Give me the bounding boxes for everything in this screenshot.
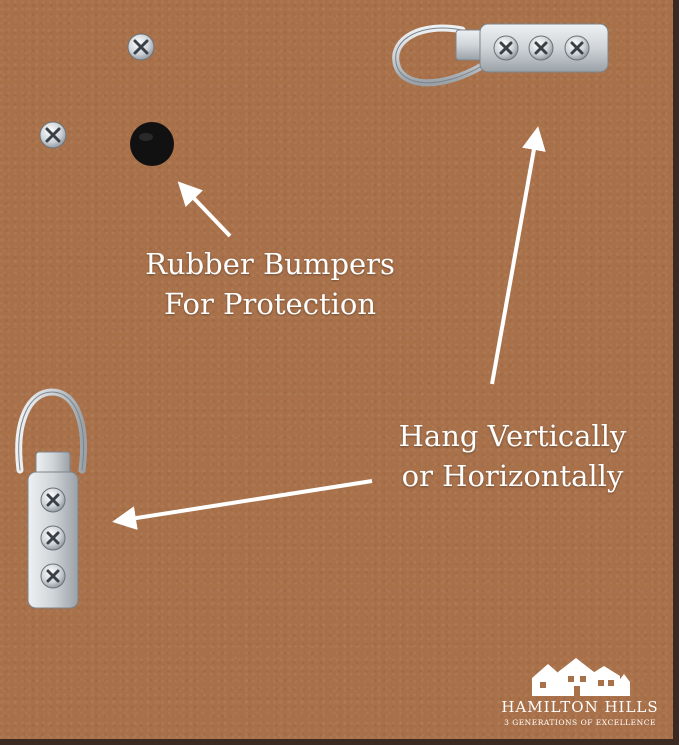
screw-icon xyxy=(528,35,554,61)
frame-edge xyxy=(673,0,679,745)
arrow-icon xyxy=(177,181,232,238)
house-logo-icon xyxy=(532,658,630,696)
screw-icon xyxy=(40,487,66,513)
hang-annotation-line2: or Horizontally xyxy=(401,459,624,493)
brand-logo: HAMILTON HILLS 3 GENERATIONS OF EXCELLEN… xyxy=(490,652,670,737)
hang-annotation: Hang Vertically or Horizontally xyxy=(390,416,635,496)
bumper-annotation: Rubber Bumpers For Protection xyxy=(140,244,400,324)
screw-icon xyxy=(40,525,66,551)
screw-icon xyxy=(564,35,590,61)
screw-icon xyxy=(493,35,519,61)
rubber-bumper-icon xyxy=(130,122,174,166)
arrow-icon xyxy=(490,126,546,385)
screw-icon xyxy=(127,33,155,61)
brand-name: HAMILTON HILLS xyxy=(501,698,659,716)
d-ring-hanger-icon xyxy=(392,23,609,87)
hang-annotation-line1: Hang Vertically xyxy=(398,419,627,453)
screw-icon xyxy=(40,563,66,589)
frame-bottom-edge xyxy=(0,739,679,745)
bumper-annotation-line2: For Protection xyxy=(163,287,377,321)
d-ring-hanger-icon xyxy=(15,388,88,609)
brand-tagline: 3 GENERATIONS OF EXCELLENCE xyxy=(504,718,656,727)
screw-icon xyxy=(39,121,67,149)
arrow-icon xyxy=(112,479,373,530)
bumper-annotation-line1: Rubber Bumpers xyxy=(145,247,395,281)
